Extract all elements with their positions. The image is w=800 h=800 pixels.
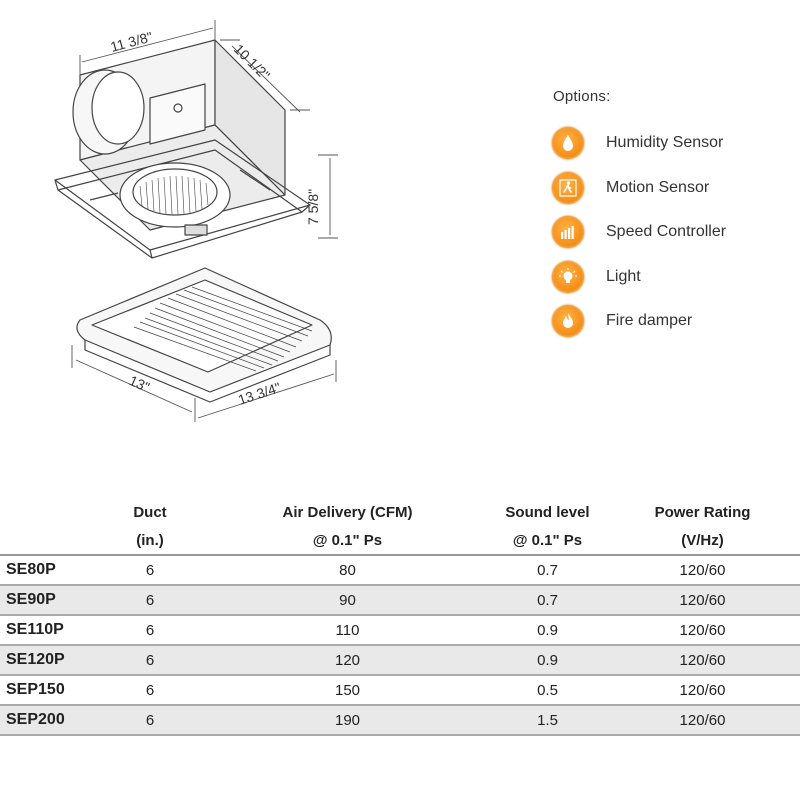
- option-motion-sensor: Motion Sensor: [552, 166, 726, 211]
- cell-duct: 6: [95, 615, 205, 646]
- subheader-duct: (in.): [95, 526, 205, 556]
- cell-model: SE110P: [0, 615, 95, 646]
- cell-power-rating: 120/60: [605, 555, 800, 586]
- flame-icon: [552, 305, 584, 338]
- table-row: SEP200 6 190 1.5 120/60: [0, 705, 800, 736]
- spec-table: Duct Air Delivery (CFM) Sound level Powe…: [0, 498, 800, 736]
- cell-duct: 6: [95, 555, 205, 586]
- cell-air-delivery: 90: [205, 585, 490, 616]
- option-label: Speed Controller: [606, 223, 727, 241]
- option-label: Light: [606, 267, 641, 285]
- cell-model: SEP200: [0, 705, 95, 736]
- header-model: [0, 498, 95, 526]
- table-row: SE110P 6 110 0.9 120/60: [0, 615, 800, 646]
- dim-housing-width: 11 3/8": [109, 28, 155, 55]
- header-sound-level: Sound level: [505, 503, 590, 521]
- cell-duct: 6: [95, 585, 205, 616]
- subheader-model: [0, 526, 95, 556]
- cell-sound-level: 0.7: [490, 585, 605, 616]
- option-label: Fire damper: [606, 312, 693, 330]
- cell-sound-level: 0.9: [490, 645, 605, 676]
- table-row: SE90P 6 90 0.7 120/60: [0, 585, 800, 616]
- options-title: Options:: [553, 88, 611, 105]
- cell-air-delivery: 120: [205, 645, 490, 676]
- table-row: SE80P 6 80 0.7 120/60: [0, 555, 800, 586]
- cell-power-rating: 120/60: [605, 615, 800, 646]
- cell-model: SE80P: [0, 555, 95, 586]
- cell-air-delivery: 150: [205, 675, 490, 706]
- header-duct: Duct: [133, 503, 167, 521]
- cell-air-delivery: 80: [205, 555, 490, 586]
- option-label: Humidity Sensor: [606, 134, 724, 152]
- cell-duct: 6: [95, 705, 205, 736]
- cell-duct: 6: [95, 645, 205, 676]
- cell-duct: 6: [95, 675, 205, 706]
- cell-sound-level: 1.5: [490, 705, 605, 736]
- water-drop-icon: [552, 127, 584, 160]
- fan-housing: [54, 39, 311, 259]
- option-fire-damper: Fire damper: [552, 299, 726, 344]
- option-label: Motion Sensor: [606, 178, 710, 196]
- cell-sound-level: 0.5: [490, 675, 605, 706]
- bars-icon: [552, 216, 584, 249]
- table-subheader-row: (in.) @ 0.1" Ps @ 0.1" Ps (V/Hz): [0, 526, 800, 556]
- table-header-row: Duct Air Delivery (CFM) Sound level Powe…: [0, 498, 800, 526]
- table-row: SE120P 6 120 0.9 120/60: [0, 645, 800, 676]
- cell-air-delivery: 110: [205, 615, 490, 646]
- walking-person-icon: [552, 171, 584, 204]
- cell-model: SEP150: [0, 675, 95, 706]
- cell-model: SE90P: [0, 585, 95, 616]
- subheader-air-delivery: @ 0.1" Ps: [205, 526, 490, 556]
- option-light: Light: [552, 255, 726, 300]
- option-humidity-sensor: Humidity Sensor: [552, 121, 726, 166]
- header-air-delivery: Air Delivery (CFM): [282, 503, 413, 521]
- light-bulb-icon: [552, 260, 584, 293]
- subheader-sound-level: @ 0.1" Ps: [490, 526, 605, 556]
- cell-power-rating: 120/60: [605, 645, 800, 676]
- product-drawing: 11 3/8" 10 1/2" 7 5/8" 13" 13 3/4": [54, 20, 338, 422]
- cell-model: SE120P: [0, 645, 95, 676]
- cell-air-delivery: 190: [205, 705, 490, 736]
- cell-sound-level: 0.9: [490, 615, 605, 646]
- dim-housing-height: 7 5/8": [305, 189, 321, 225]
- subheader-power-rating: (V/Hz): [605, 526, 800, 556]
- grille-cover: [76, 267, 332, 403]
- header-power-rating: Power Rating: [654, 503, 751, 521]
- cell-power-rating: 120/60: [605, 705, 800, 736]
- option-speed-controller: Speed Controller: [552, 210, 726, 255]
- cell-power-rating: 120/60: [605, 675, 800, 706]
- cell-sound-level: 0.7: [490, 555, 605, 586]
- table-row: SEP150 6 150 0.5 120/60: [0, 675, 800, 706]
- dim-grille-depth: 13": [127, 372, 152, 395]
- dim-grille-width: 13 3/4": [236, 379, 283, 408]
- options-panel: Options: Humidity Sensor Motion Sensor S…: [552, 88, 726, 344]
- cell-power-rating: 120/60: [605, 585, 800, 616]
